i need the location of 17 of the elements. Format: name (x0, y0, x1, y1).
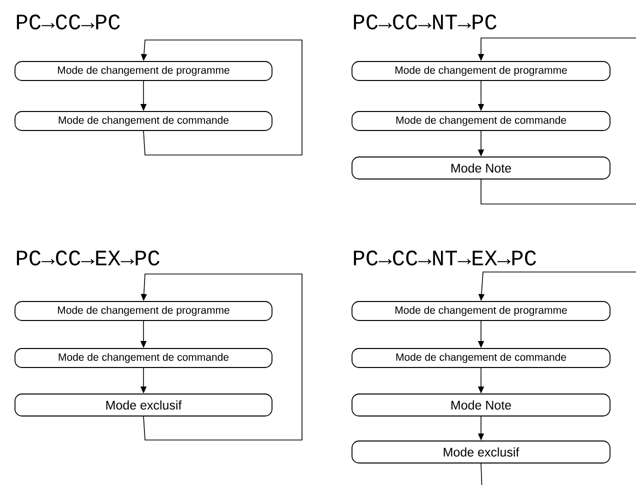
mode-box: Mode de changement de programme (352, 61, 610, 81)
mode-box: Mode de changement de commande (14, 111, 272, 131)
mode-box: Mode exclusif (352, 440, 610, 464)
mode-box: Mode de changement de commande (352, 348, 610, 368)
mode-box: Mode de changement de commande (14, 348, 272, 368)
heading: PC→CC→NT→EX→PC (354, 250, 536, 266)
mode-box: Mode de changement de programme (14, 61, 272, 81)
heading: PC→CC→EX→PC (16, 250, 160, 266)
mode-box: Mode Note (352, 156, 610, 180)
mode-box: Mode de changement de commande (352, 111, 610, 131)
mode-box: Mode exclusif (14, 394, 272, 416)
mode-box: Mode de changement de programme (14, 301, 272, 321)
arrow (140, 274, 302, 440)
heading: PC→CC→NT→PC (354, 14, 496, 30)
heading: PC→CC→PC (16, 14, 120, 30)
mode-box: Mode Note (352, 394, 610, 416)
mode-box: Mode de changement de programme (352, 301, 610, 321)
